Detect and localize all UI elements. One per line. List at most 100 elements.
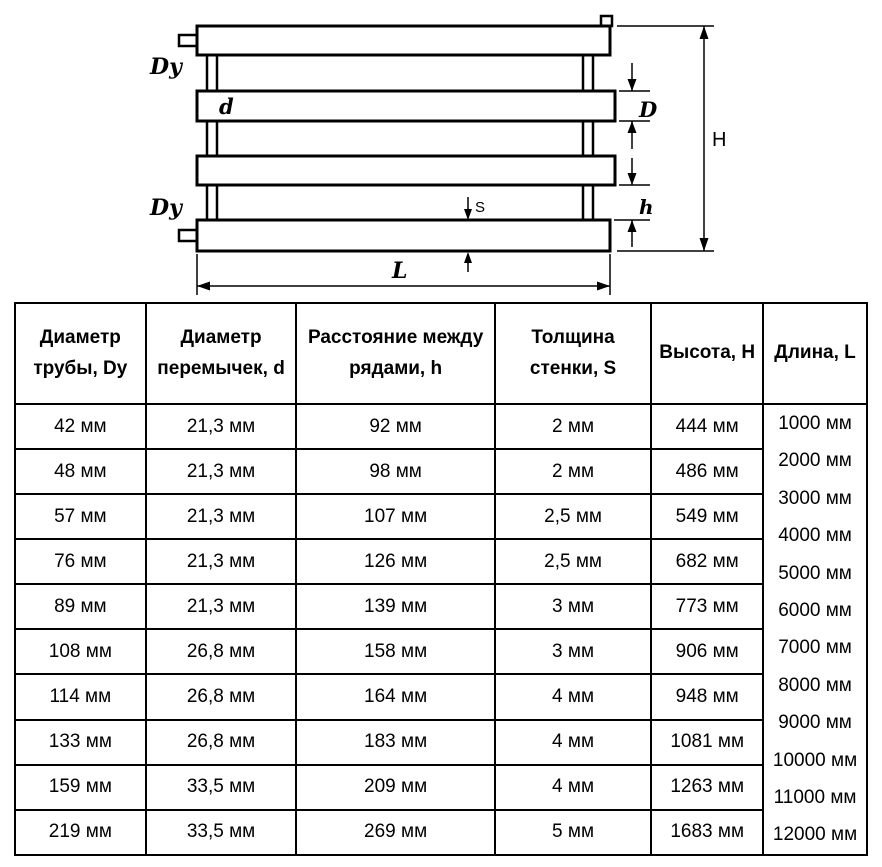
pipe-row-4 xyxy=(195,218,612,253)
length-value: 1000 мм xyxy=(778,413,852,434)
cell-dy: 219 мм xyxy=(14,808,147,856)
cell-h: 209 мм xyxy=(295,763,496,811)
table-row: 133 мм 26,8 мм 183 мм 4 мм 1081 мм xyxy=(14,718,867,766)
inlet-nozzle xyxy=(177,33,199,48)
length-value: 12000 мм xyxy=(772,824,858,846)
cell-s: 4 мм xyxy=(493,718,653,766)
dim-h xyxy=(614,158,650,247)
header-row: Диаметр трубы, Dy Диаметр перемычек, d Р… xyxy=(14,302,868,405)
table-row: 76 мм 21,3 мм 126 мм 2,5 мм 682 мм xyxy=(14,538,867,586)
cell-s: 2,5 мм xyxy=(493,493,653,541)
cell-height: 682 мм xyxy=(650,538,765,586)
table-row: 57 мм 21,3 мм 107 мм 2,5 мм 549 мм xyxy=(14,493,867,541)
label-Dy-bottom: Dy xyxy=(149,195,184,221)
label-S: S xyxy=(475,199,485,216)
cell-height: 906 мм xyxy=(650,628,765,676)
length-value: 4000 мм xyxy=(778,525,852,547)
cell-d: 21,3 мм xyxy=(144,448,298,496)
cell-h: 92 мм xyxy=(295,402,496,451)
cell-dy: 114 мм xyxy=(14,673,147,721)
pipe-row-3 xyxy=(195,154,617,187)
cell-h: 183 мм xyxy=(295,718,496,766)
cell-h: 158 мм xyxy=(295,628,496,676)
table-row: 114 мм 26,8 мм 164 мм 4 мм 948 мм xyxy=(14,673,867,721)
cell-height: 773 мм xyxy=(650,583,765,631)
table-row: 159 мм 33,5 мм 209 мм 4 мм 1263 мм xyxy=(14,763,867,811)
col-header-s: Толщина стенки, S xyxy=(493,302,653,405)
length-value: 11000 мм xyxy=(773,787,857,809)
length-value: 7000 мм xyxy=(778,637,852,659)
pipe-row-1 xyxy=(195,24,612,57)
table-row: 108 мм 26,8 мм 158 мм 3 мм 906 мм xyxy=(14,628,867,676)
jumpers-right xyxy=(581,55,595,220)
table-row: 89 мм 21,3 мм 139 мм 3 мм 773 мм xyxy=(14,583,867,631)
jumpers-left xyxy=(205,55,219,220)
cell-h: 164 мм xyxy=(295,673,496,721)
label-L: L xyxy=(391,258,407,284)
cell-s: 4 мм xyxy=(493,673,653,721)
label-Dy-top: Dy xyxy=(149,54,184,80)
cell-h: 139 мм xyxy=(295,583,496,631)
cell-d: 33,5 мм xyxy=(144,808,298,856)
table-row: 42 мм 21,3 мм 92 мм 2 мм 444 мм 1000 мм … xyxy=(14,402,868,856)
cell-h: 107 мм xyxy=(295,493,496,541)
dim-L xyxy=(196,254,611,295)
cell-s: 3 мм xyxy=(493,628,653,676)
length-value: 9000 мм xyxy=(778,712,852,734)
cell-d: 26,8 мм xyxy=(144,718,298,766)
cell-height: 948 мм xyxy=(650,673,765,721)
dim-H xyxy=(617,25,714,252)
table-row: 48 мм 21,3 мм 98 мм 2 мм 486 мм xyxy=(14,448,867,496)
cell-s: 4 мм xyxy=(493,763,653,811)
cell-height: 444 мм xyxy=(650,402,765,451)
cell-d: 26,8 мм xyxy=(144,628,298,676)
length-value: 2000 мм xyxy=(778,450,852,472)
cell-height: 1081 мм xyxy=(650,718,765,766)
pipe-row-2 xyxy=(195,89,617,123)
cell-d: 21,3 мм xyxy=(144,583,298,631)
cell-dy: 57 мм xyxy=(14,493,147,541)
cell-s: 2,5 мм xyxy=(493,538,653,586)
label-d: d xyxy=(219,94,234,119)
register-diagram: H D h xyxy=(0,6,882,300)
cell-height: 549 мм xyxy=(650,493,765,541)
cell-d: 21,3 мм xyxy=(144,402,298,451)
outlet-nozzle xyxy=(177,228,199,243)
length-value: 10000 мм xyxy=(772,749,858,771)
col-header-length: Длина, L xyxy=(762,302,868,405)
length-value: 5000 мм xyxy=(778,562,852,584)
cell-dy: 42 мм xyxy=(14,402,147,451)
register-drawing: H D h xyxy=(149,14,726,295)
cell-height: 1683 мм xyxy=(650,808,765,856)
cell-d: 21,3 мм xyxy=(144,493,298,541)
label-D: D xyxy=(638,97,658,122)
cell-h: 269 мм xyxy=(295,808,496,856)
spec-table: Диаметр трубы, Dy Диаметр перемычек, d Р… xyxy=(14,302,868,856)
cell-height: 1263 мм xyxy=(650,763,765,811)
cell-d: 26,8 мм xyxy=(144,673,298,721)
cell-d: 33,5 мм xyxy=(144,763,298,811)
cell-h: 98 мм xyxy=(295,448,496,496)
cell-dy: 159 мм xyxy=(14,763,147,811)
cell-dy: 76 мм xyxy=(14,538,147,586)
cell-s: 5 мм xyxy=(493,808,653,856)
cell-h: 126 мм xyxy=(295,538,496,586)
cell-s: 2 мм xyxy=(493,448,653,496)
cell-dy: 89 мм xyxy=(14,583,147,631)
length-values-cell: 1000 мм 2000 мм 3000 мм 4000 мм 5000 мм … xyxy=(762,403,868,856)
dim-S xyxy=(464,197,472,272)
label-h: h xyxy=(639,195,654,219)
table-row: 219 мм 33,5 мм 269 мм 5 мм 1683 мм xyxy=(14,808,867,856)
length-value: 8000 мм xyxy=(778,674,852,696)
col-header-d: Диаметр перемычек, d xyxy=(144,302,298,405)
col-header-height: Высота, H xyxy=(650,302,765,405)
cell-dy: 48 мм xyxy=(14,448,147,496)
length-value: 3000 мм xyxy=(778,487,852,509)
col-header-dy: Диаметр трубы, Dy xyxy=(14,302,147,405)
length-value: 6000 мм xyxy=(778,600,852,622)
col-header-h: Расстояние между рядами, h xyxy=(295,302,496,405)
cell-d: 21,3 мм xyxy=(144,538,298,586)
dim-D xyxy=(619,63,650,149)
pipe-rows xyxy=(195,24,617,253)
